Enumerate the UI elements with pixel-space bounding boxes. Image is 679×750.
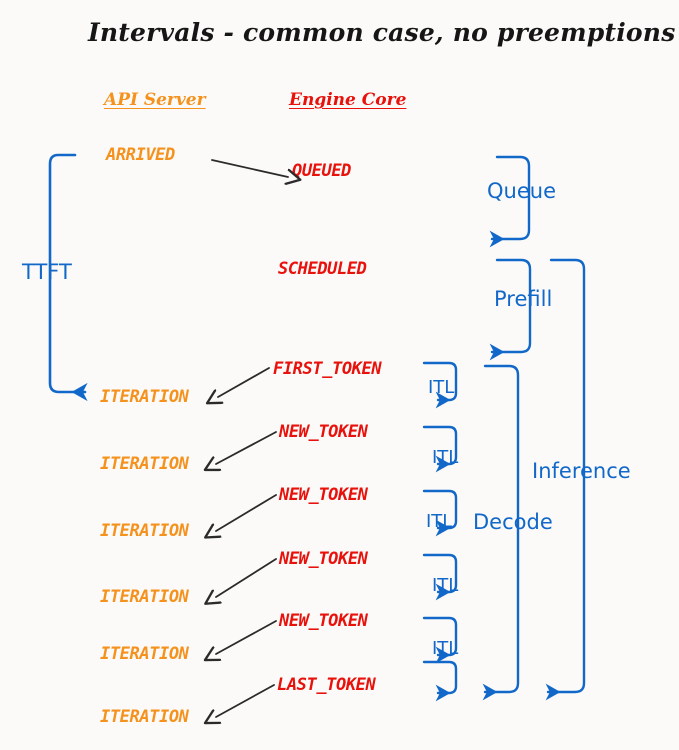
state-iteration-5: ITERATION (100, 644, 189, 664)
bracket-itl-1 (422, 361, 458, 409)
bracket-itl-4 (422, 553, 458, 601)
state-arrived: ARRIVED (106, 145, 175, 165)
state-new-token-2: NEW_TOKEN (279, 485, 368, 505)
state-last-token: LAST_TOKEN (277, 675, 376, 695)
interval-label-ttft: TTFT (22, 260, 72, 284)
state-iteration-6: ITERATION (100, 707, 189, 727)
state-iteration-3: ITERATION (100, 521, 189, 541)
state-iteration-4: ITERATION (100, 587, 189, 607)
page-title: Intervals - common case, no preemptions (88, 18, 676, 47)
arrow-arrived-to-queued (211, 159, 288, 177)
arrow-first-token-to-iteration (218, 367, 270, 397)
arrow-new-token-to-iteration-2 (216, 494, 277, 531)
arrow-new-token-to-iteration-4 (216, 620, 277, 654)
arrow-last-token-to-iteration (216, 684, 275, 717)
bracket-decode (482, 364, 520, 701)
bracket-itl-2 (422, 425, 458, 473)
state-new-token-1: NEW_TOKEN (279, 422, 368, 442)
bracket-prefill (489, 258, 532, 361)
state-iteration-2: ITERATION (100, 454, 189, 474)
arrow-new-token-to-iteration-1 (216, 431, 277, 464)
arrow-new-token-to-iteration-3 (216, 558, 277, 597)
interval-label-queue: Queue (487, 179, 556, 203)
bracket-itl-3 (422, 489, 458, 537)
interval-label-inference: Inference (532, 459, 631, 483)
state-queued: QUEUED (292, 161, 352, 181)
bracket-queue (489, 155, 531, 248)
bracket-ttft (48, 153, 88, 402)
state-scheduled: SCHEDULED (278, 259, 367, 279)
column-header-api-server: API Server (104, 90, 206, 110)
interval-label-decode: Decode (473, 510, 553, 534)
interval-label-prefill: Prefill (494, 287, 553, 311)
bracket-inference (545, 258, 586, 701)
bracket-itl-6 (422, 660, 458, 702)
state-new-token-4: NEW_TOKEN (279, 611, 368, 631)
bracket-itl-5 (422, 616, 458, 664)
column-header-engine-core: Engine Core (289, 90, 407, 110)
state-iteration-1: ITERATION (100, 387, 189, 407)
state-new-token-3: NEW_TOKEN (279, 549, 368, 569)
state-first-token: FIRST_TOKEN (273, 359, 382, 379)
